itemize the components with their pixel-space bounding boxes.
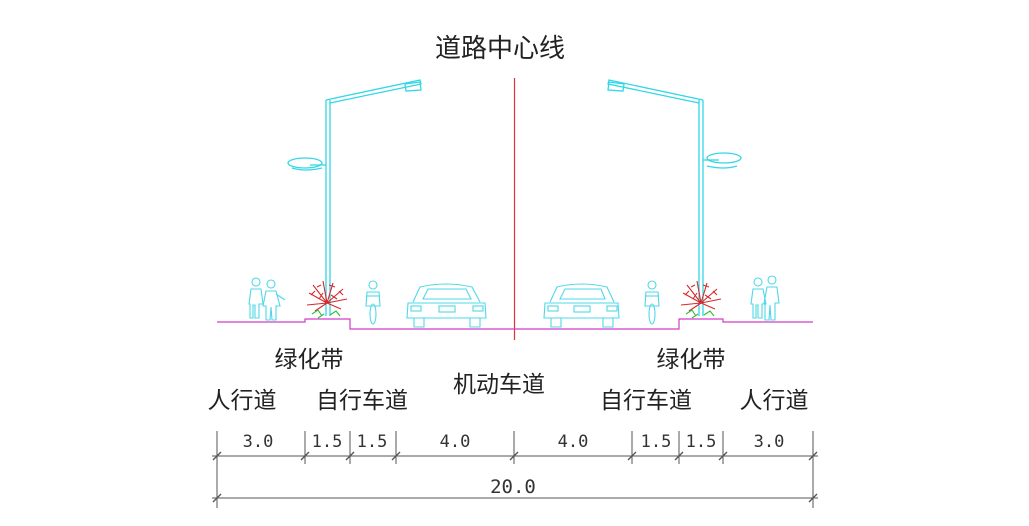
pedestrian-icon xyxy=(763,275,780,321)
sidewalk-left-label: 人行道 xyxy=(208,388,277,414)
dimension-slash xyxy=(345,451,355,461)
dimension-chain: 3.0 1.5 1.5 4.0 4.0 1.5 1.5 3.0 20.0 xyxy=(212,431,818,508)
dimension-slash xyxy=(509,451,519,461)
ground-profile xyxy=(217,318,813,330)
width-label: 1.5 xyxy=(686,432,717,452)
dimension-slash xyxy=(627,451,637,461)
total-dimension-slash xyxy=(212,493,222,503)
dimension-slash xyxy=(212,451,222,461)
sidewalk-right-label: 人行道 xyxy=(740,388,809,414)
dimension-slash xyxy=(718,451,728,461)
width-label: 3.0 xyxy=(754,432,785,452)
centerline-title: 道路中心线 xyxy=(435,34,565,64)
width-label: 3.0 xyxy=(243,432,274,452)
dimension-slash xyxy=(674,451,684,461)
street-lamp-icon xyxy=(607,79,742,316)
pedestrian-icon xyxy=(248,277,264,319)
green-belt-left-label: 绿化带 xyxy=(275,347,344,373)
plant-icon xyxy=(306,280,348,319)
total-width-label: 20.0 xyxy=(490,476,536,498)
dimension-slash xyxy=(300,451,310,461)
width-label: 4.0 xyxy=(440,432,471,452)
width-label: 4.0 xyxy=(558,432,589,452)
width-label: 1.5 xyxy=(357,432,388,452)
dimension-slash xyxy=(391,451,401,461)
width-label: 1.5 xyxy=(641,432,672,452)
width-label: 1.5 xyxy=(312,432,343,452)
car-icon xyxy=(543,283,620,328)
cyclist-icon xyxy=(365,280,381,325)
plant-icon xyxy=(680,280,722,319)
motor-lane-label: 机动车道 xyxy=(453,372,545,398)
bike-lane-left-label: 自行车道 xyxy=(316,388,408,414)
car-icon xyxy=(406,283,487,328)
total-dimension-slash xyxy=(808,493,818,503)
bike-lane-right-label: 自行车道 xyxy=(600,388,692,414)
pedestrian-icon xyxy=(750,277,767,319)
cyclist-icon xyxy=(644,280,660,325)
pedestrian-icon xyxy=(262,279,286,321)
green-belt-right-label: 绿化带 xyxy=(657,347,726,373)
dimension-slash xyxy=(808,451,818,461)
street-lamp-icon xyxy=(287,79,422,316)
